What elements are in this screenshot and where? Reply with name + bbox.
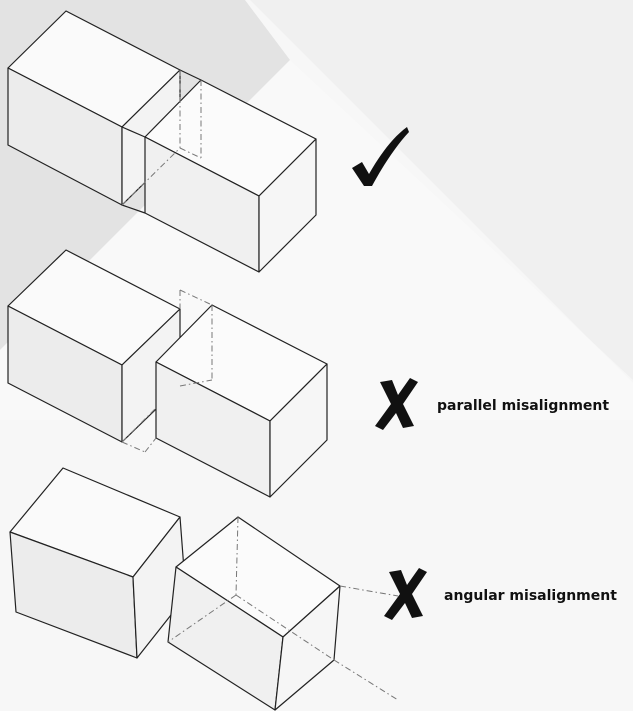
aligned-right-block <box>144 79 317 273</box>
parallel-shafts <box>7 249 328 498</box>
parallel-right-block <box>155 304 328 498</box>
check-icon <box>352 127 409 186</box>
angular-right-block <box>167 516 341 711</box>
parallel-guide-lines <box>121 289 213 453</box>
parallel-left-block <box>7 249 181 443</box>
angular-misalignment-label: angular misalignment <box>444 588 617 604</box>
aligned-guide-lines <box>121 70 202 206</box>
aligned-shafts <box>7 10 317 273</box>
angular-shafts <box>9 467 341 711</box>
cross-icon <box>384 568 427 620</box>
angular-guide-lines <box>167 516 399 701</box>
cross-icon <box>375 378 418 430</box>
angular-left-block <box>9 467 187 659</box>
parallel-misalignment-label: parallel misalignment <box>437 398 610 414</box>
